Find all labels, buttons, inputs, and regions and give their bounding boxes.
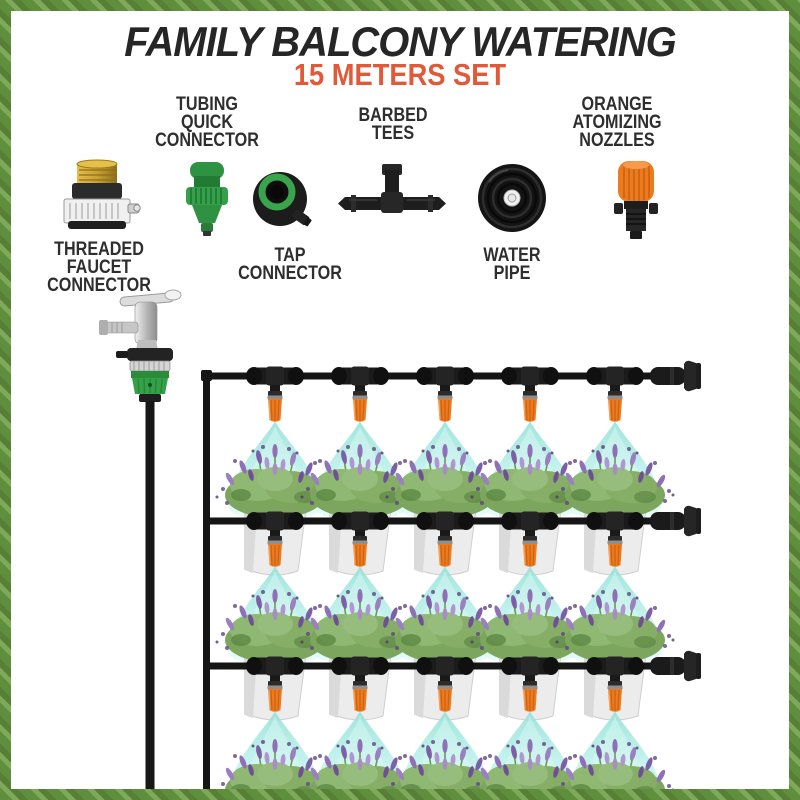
tubing-quick-connector-image xyxy=(176,160,238,238)
label-line: THREADED xyxy=(54,239,144,260)
label-tap-connector: TAP CONNECTOR xyxy=(222,245,358,284)
label-line: QUICK xyxy=(180,112,234,133)
water-pipe-image xyxy=(475,160,549,236)
label-line: TEES xyxy=(371,123,415,144)
label-barbed-tees: BARBED TEES xyxy=(325,105,461,144)
tap-connector-image xyxy=(249,166,315,236)
label-line: ATOMIZING xyxy=(572,112,662,133)
label-tubing-quick-connector: TUBING QUICK CONNECTOR xyxy=(139,94,275,151)
label-orange-atomizing-nozzles: ORANGE ATOMIZING NOZZLES xyxy=(549,94,685,151)
label-line: BARBED xyxy=(358,105,428,126)
orange-atomizing-nozzle-image xyxy=(603,158,669,242)
label-line: CONNECTOR xyxy=(238,263,342,284)
barbed-tee-image xyxy=(337,162,447,237)
page-subtitle: 15 METERS SET xyxy=(293,57,507,92)
label-line: PIPE xyxy=(493,263,531,284)
label-line: WATER xyxy=(483,245,541,266)
label-line: TUBING xyxy=(176,94,238,115)
label-water-pipe: WATER PIPE xyxy=(444,245,580,284)
label-line: CONNECTOR xyxy=(47,275,151,296)
label-line: FAUCET xyxy=(66,257,132,278)
label-line: NOZZLES xyxy=(579,130,655,151)
threaded-faucet-connector-image xyxy=(50,158,144,242)
label-line: CONNECTOR xyxy=(155,130,259,151)
page-title: FAMILY BALCONY WATERING xyxy=(124,18,676,65)
label-line: ORANGE xyxy=(581,94,653,115)
label-line: TAP xyxy=(274,245,306,266)
label-threaded-faucet-connector: THREADED FAUCET CONNECTOR xyxy=(31,239,167,296)
